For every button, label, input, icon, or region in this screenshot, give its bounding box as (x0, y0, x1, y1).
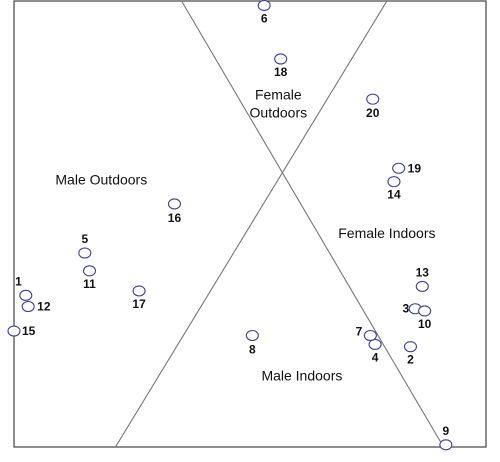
point-label-1: 1 (15, 274, 22, 288)
point-label-6: 6 (261, 11, 268, 25)
data-point-16 (167, 198, 182, 210)
point-label-9: 9 (443, 424, 450, 438)
data-point-8 (245, 329, 259, 342)
point-label-5: 5 (81, 232, 88, 246)
divider-line-1 (181, 0, 444, 448)
plot-frame (13, 0, 487, 448)
point-label-14: 14 (387, 188, 401, 202)
region-label-3-line-1: Female Indoors (338, 225, 435, 241)
point-label-10: 10 (418, 317, 432, 331)
point-label-7: 7 (356, 325, 363, 339)
point-label-19: 19 (408, 161, 422, 175)
data-point-19 (392, 162, 406, 174)
data-point-20 (366, 93, 380, 105)
point-label-18: 18 (274, 65, 288, 79)
data-point-12 (21, 300, 35, 313)
point-label-17: 17 (132, 297, 146, 311)
data-point-5 (78, 247, 92, 259)
data-point-1 (19, 289, 33, 301)
point-label-20: 20 (366, 106, 380, 120)
data-point-4 (368, 338, 382, 350)
point-label-13: 13 (416, 265, 430, 279)
point-label-3: 3 (403, 302, 410, 316)
region-label-1-line-1: Female (255, 87, 302, 103)
data-points (7, 0, 453, 451)
data-point-18 (274, 53, 288, 65)
point-label-12: 12 (37, 300, 51, 314)
point-label-11: 11 (83, 277, 96, 291)
data-point-9 (439, 439, 453, 451)
data-point-17 (132, 285, 146, 297)
divider-line-2 (115, 0, 388, 448)
data-point-7 (363, 329, 377, 342)
region-label-1-line-2: Outdoors (250, 105, 308, 121)
data-point-2 (403, 341, 418, 353)
data-point-10 (418, 305, 432, 317)
point-label-4: 4 (372, 350, 379, 364)
point-label-16: 16 (168, 211, 182, 225)
region-label-4-line-1: Male Indoors (261, 368, 342, 384)
data-point-15 (7, 325, 21, 337)
data-point-6 (257, 0, 271, 12)
point-label-15: 15 (22, 324, 36, 338)
data-point-13 (415, 280, 429, 292)
region-label-2-line-1: Male Outdoors (55, 171, 147, 187)
data-point-11 (82, 265, 97, 277)
data-point-14 (387, 176, 401, 188)
point-label-8: 8 (249, 343, 256, 357)
point-label-2: 2 (407, 353, 414, 367)
region-dividers (115, 0, 444, 448)
